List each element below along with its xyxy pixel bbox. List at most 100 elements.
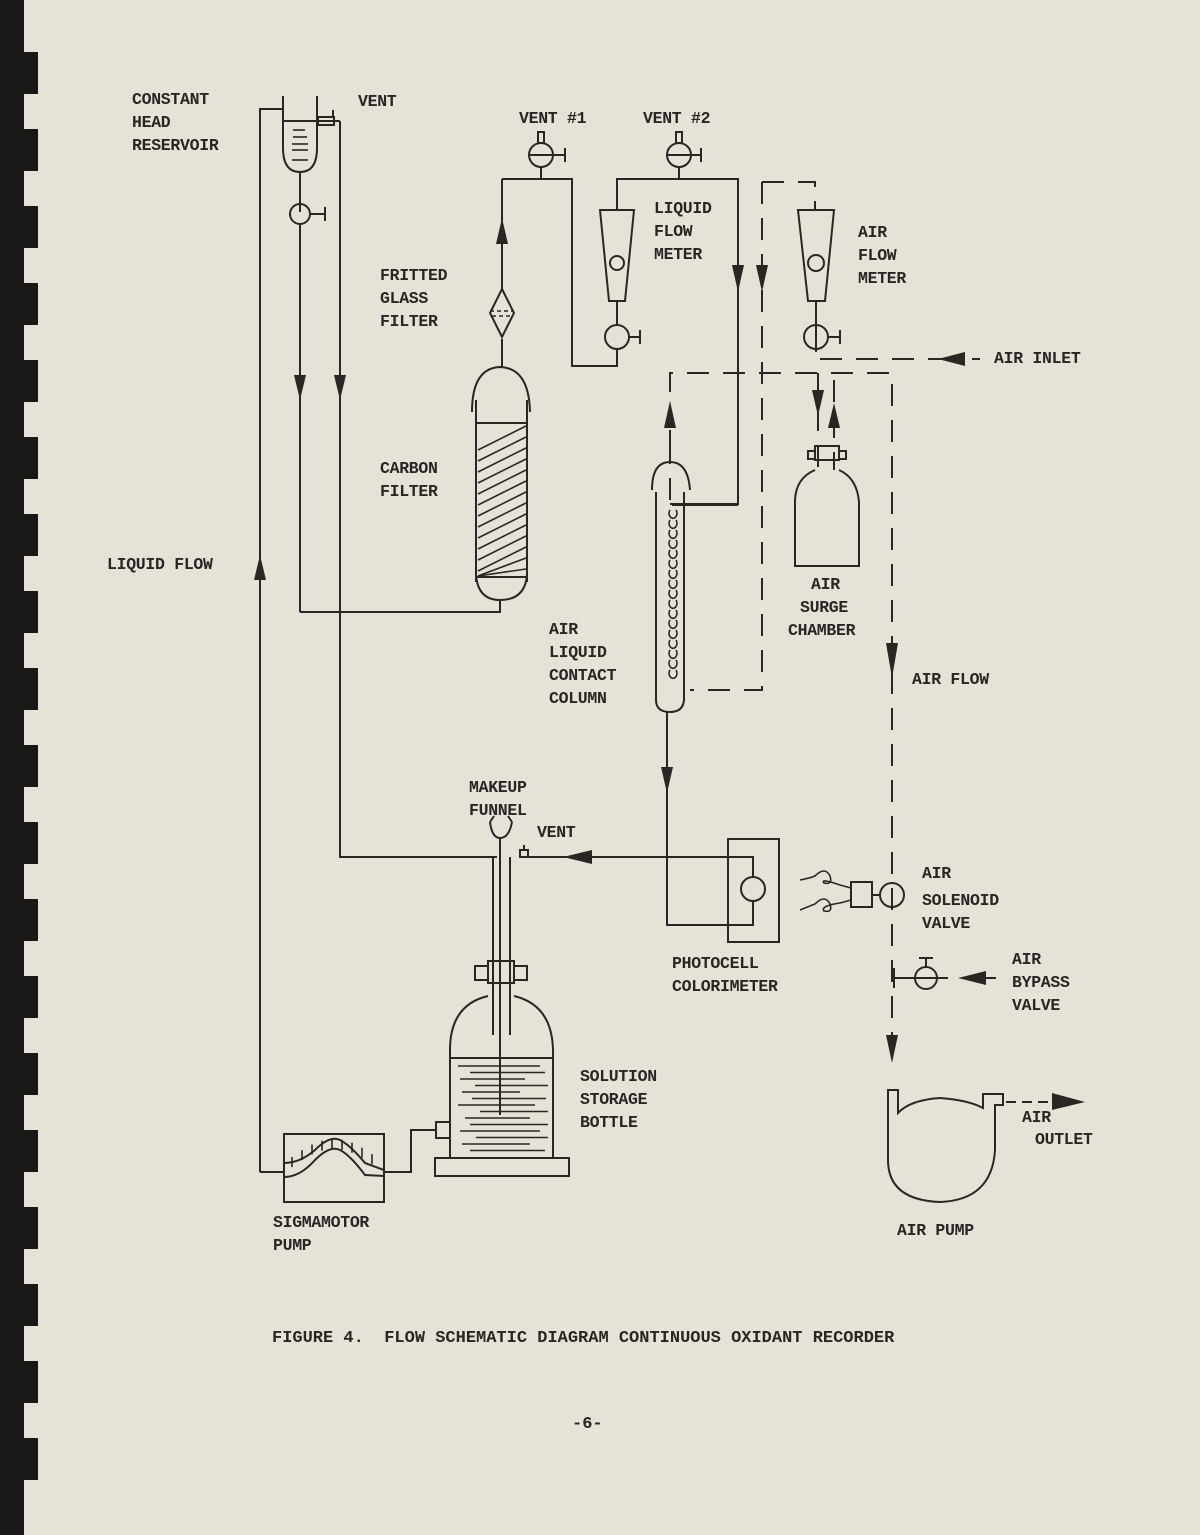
binding-ring	[22, 1130, 38, 1172]
label-air-bypass-valve: AIR BYPASS VALVE	[1012, 950, 1070, 1015]
binding-ring-link	[22, 141, 26, 157]
binding-ring	[22, 1284, 38, 1326]
svg-text:MAKEUP: MAKEUP	[469, 778, 527, 797]
binding-ring-link	[22, 1065, 26, 1081]
svg-text:FLOW: FLOW	[654, 222, 693, 241]
label-air-pump: AIR PUMP	[897, 1221, 974, 1240]
label-constant-head-reservoir: CONSTANT HEAD RESERVOIR	[132, 90, 219, 155]
binding-ring	[22, 206, 38, 248]
binding-ring-link	[22, 218, 26, 234]
binding-ring-link	[22, 1373, 26, 1389]
svg-text:GLASS: GLASS	[380, 289, 428, 308]
binding-ring	[22, 283, 38, 325]
label-air-inlet: AIR INLET	[994, 349, 1081, 368]
svg-text:AIR: AIR	[811, 575, 840, 594]
vent-2-valve	[666, 131, 702, 179]
air-surge-chamber	[794, 445, 860, 567]
binding-ring-link	[22, 449, 26, 465]
page-number: -6-	[572, 1415, 603, 1434]
svg-text:BOTTLE: BOTTLE	[580, 1113, 638, 1132]
svg-text:STORAGE: STORAGE	[580, 1090, 648, 1109]
svg-text:OUTLET: OUTLET	[1035, 1130, 1093, 1149]
label-air-surge-chamber: AIR SURGE CHAMBER	[788, 575, 856, 640]
hatch-line	[477, 535, 527, 561]
arrow-down-icon	[756, 265, 768, 292]
hatch-line	[477, 513, 527, 539]
arrow-down-icon	[886, 643, 898, 678]
arrow-up-icon	[254, 555, 266, 580]
svg-text:VALVE: VALVE	[922, 914, 970, 933]
hatch-line	[477, 480, 527, 506]
arrow-left-icon	[938, 352, 965, 366]
binding-ring-link	[22, 834, 26, 850]
svg-text:CONSTANT: CONSTANT	[132, 90, 209, 109]
binding-ring-link	[22, 988, 26, 1004]
liquid-flow-return-line	[259, 108, 283, 1172]
binding-ring-link	[22, 372, 26, 388]
svg-text:AIR: AIR	[549, 620, 578, 639]
hatch-line	[477, 568, 527, 577]
binding-ring	[22, 514, 38, 556]
vent-bottle-cap	[519, 845, 529, 858]
label-vent-2: VENT #2	[643, 109, 710, 128]
air-pump	[887, 1089, 1004, 1204]
solution-storage-bottle	[434, 960, 570, 1177]
arrow-down-icon	[812, 390, 824, 416]
document-page	[22, 0, 1200, 1535]
svg-text:CHAMBER: CHAMBER	[788, 621, 856, 640]
label-air-flow: AIR FLOW	[912, 670, 989, 689]
figure-caption: FIGURE 4. FLOW SCHEMATIC DIAGRAM CONTINU…	[272, 1329, 895, 1348]
svg-text:RESERVOIR: RESERVOIR	[132, 136, 219, 155]
binding-ring-link	[22, 1142, 26, 1158]
svg-text:SURGE: SURGE	[800, 598, 848, 617]
label-air-flow-meter: AIR FLOW METER	[858, 223, 907, 288]
binding-strip	[0, 0, 24, 1535]
svg-text:VALVE: VALVE	[1012, 996, 1060, 1015]
binding-ring-link	[22, 64, 26, 80]
binding-ring	[22, 1361, 38, 1403]
hatch-line	[477, 458, 527, 484]
svg-text:AIR: AIR	[1022, 1108, 1051, 1127]
label-makeup-funnel: MAKEUP FUNNEL	[469, 778, 527, 820]
binding-ring	[22, 822, 38, 864]
hatch-line	[477, 425, 527, 451]
binding-ring-link	[22, 911, 26, 927]
photocell-colorimeter	[667, 838, 780, 943]
air-flow-meter	[796, 209, 841, 352]
spiral-binding	[0, 0, 38, 1535]
sigmamotor-pump	[283, 1133, 385, 1203]
svg-text:FRITTED: FRITTED	[380, 266, 448, 285]
binding-ring-link	[22, 603, 26, 619]
hatch-line	[477, 469, 527, 495]
svg-text:COLORIMETER: COLORIMETER	[672, 977, 778, 996]
binding-ring-link	[22, 680, 26, 696]
binding-ring	[22, 52, 38, 94]
arrow-down-icon	[294, 375, 306, 400]
label-vent-top: VENT	[358, 92, 397, 111]
constant-head-reservoir	[282, 96, 340, 612]
label-vent-1: VENT #1	[519, 109, 587, 128]
label-liquid-flow-meter: LIQUID FLOW METER	[654, 199, 712, 264]
svg-text:FLOW: FLOW	[858, 246, 897, 265]
svg-text:CARBON: CARBON	[380, 459, 438, 478]
svg-text:PUMP: PUMP	[273, 1236, 312, 1255]
carbon-filter	[471, 365, 531, 602]
binding-ring-link	[22, 526, 26, 542]
binding-ring	[22, 591, 38, 633]
svg-text:FILTER: FILTER	[380, 482, 438, 501]
hatch-line	[477, 557, 527, 577]
binding-ring-link	[22, 757, 26, 773]
binding-ring	[22, 1438, 38, 1480]
binding-ring-link	[22, 295, 26, 311]
binding-ring-link	[22, 1219, 26, 1235]
arrow-up-icon	[496, 218, 508, 244]
makeup-funnel	[489, 815, 513, 1115]
label-vent-bottle: VENT	[537, 823, 576, 842]
hatch-line	[477, 502, 527, 528]
arrow-down-icon	[334, 375, 346, 400]
svg-text:METER: METER	[654, 245, 702, 264]
arrow-up-icon	[828, 403, 840, 428]
arrow-up-icon	[664, 401, 676, 428]
hatch-line	[477, 524, 527, 550]
